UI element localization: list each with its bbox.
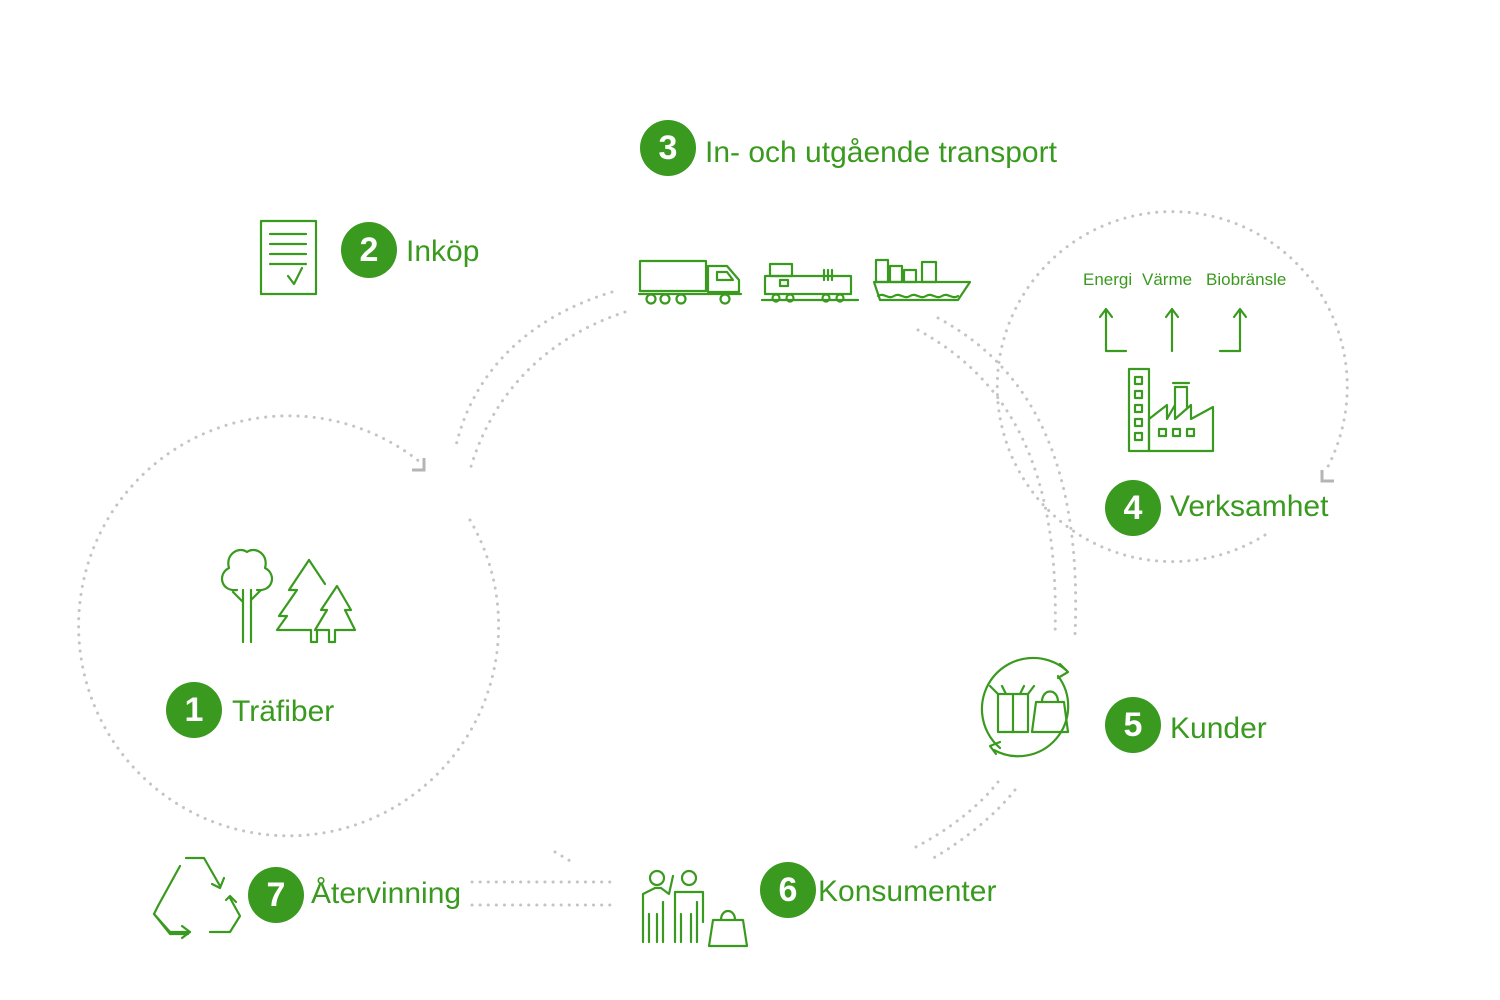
- step-5-badge: 5: [1105, 697, 1161, 753]
- step-6-label: Konsumenter: [818, 875, 997, 908]
- output-biobransle: Biobränsle: [1206, 270, 1287, 289]
- connector-kunder-konsumenter-a: [908, 780, 1000, 852]
- train-icon: [760, 262, 860, 303]
- truck-icon: [637, 259, 743, 305]
- document-check-icon: [259, 219, 318, 296]
- step-3-label: In- och utgående transport: [705, 136, 1057, 169]
- output-varme: Värme: [1142, 270, 1193, 289]
- connector-transport-kunder-b: [936, 316, 1078, 637]
- trafiber-cycle-arrowhead: [412, 458, 426, 472]
- step-2-label: Inköp: [406, 235, 480, 268]
- connector-transport-trafiber-b: [468, 310, 627, 472]
- ship-icon: [872, 258, 972, 302]
- connector-faint: [553, 850, 574, 864]
- output-arrows: [1098, 307, 1248, 353]
- step-4-label: Verksamhet: [1170, 490, 1329, 523]
- step-5-label: Kunder: [1170, 712, 1267, 745]
- step-4-badge: 4: [1105, 480, 1161, 536]
- step-1-label: Träfiber: [232, 695, 335, 728]
- factory-icon: [1127, 367, 1215, 453]
- step-7-label: Återvinning: [311, 877, 462, 910]
- trees-icon: [220, 548, 357, 644]
- output-energi: Energi: [1083, 270, 1133, 289]
- boxes-cycle-icon: [980, 656, 1070, 758]
- consumers-icon: [641, 869, 749, 948]
- step-3-badge: 3: [640, 120, 696, 176]
- connector-transport-trafiber-a: [453, 290, 614, 452]
- connector-kunder-konsumenter-b: [928, 788, 1017, 862]
- step-7-badge: 7: [248, 867, 304, 923]
- connector-transport-kunder-a: [916, 328, 1057, 637]
- verksamhet-cycle-arrowhead: [1320, 470, 1334, 483]
- step-1-badge: 1: [166, 682, 222, 738]
- step-2-badge: 2: [341, 222, 397, 278]
- step-6-badge: 6: [760, 862, 816, 918]
- verksamhet-cycle-path: [995, 210, 1349, 564]
- recycle-icon: [152, 856, 242, 940]
